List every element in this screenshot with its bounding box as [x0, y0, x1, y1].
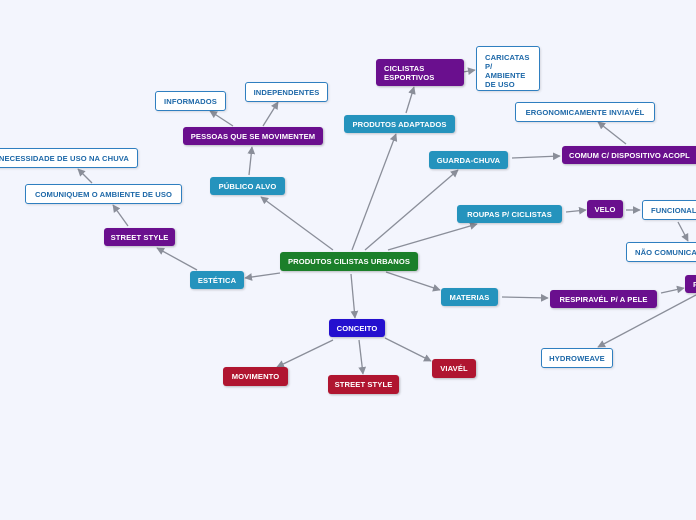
produtos-adaptados-node[interactable]: PRODUTOS ADAPTADOS	[344, 115, 455, 133]
connector-line	[384, 337, 432, 362]
connector-line	[501, 293, 549, 302]
connector-line	[209, 110, 234, 127]
connector-line	[247, 146, 256, 176]
root-node[interactable]: PRODUTOS CILISTAS URBANOS	[280, 252, 418, 271]
publico-alvo-node[interactable]: PÚBLICO ALVO	[210, 177, 285, 195]
connector-line	[244, 272, 281, 281]
connector-line	[405, 86, 416, 114]
velo-node[interactable]: VELO	[587, 200, 623, 218]
connector-line	[77, 168, 93, 184]
conceito-node[interactable]: CONCEITO	[329, 319, 385, 337]
pessoas-node[interactable]: PESSOAS QUE SE MOVIMENTEM	[183, 127, 323, 145]
movimento-node[interactable]: MOVIMENTO	[223, 367, 288, 386]
connector-line	[276, 339, 334, 368]
guarda-chuva-node[interactable]: GUARDA-CHUVA	[429, 151, 508, 169]
viavel-node[interactable]: VIAVÉL	[432, 359, 476, 378]
connector-line	[358, 339, 367, 375]
ciclistas-esportivos-node[interactable]: CICLISTAS ESPORTIVOS	[376, 59, 464, 86]
hydroweave-node[interactable]: HYDROWEAVE	[541, 348, 613, 368]
connector-line	[660, 285, 685, 294]
comuniquem-node[interactable]: COMUNIQUEM O AMBIENTE DE USO	[25, 184, 182, 204]
materias-node[interactable]: MATERIAS	[441, 288, 498, 306]
caricatas-node[interactable]: CARICATAS P/ AMBIENTE DE USO	[476, 46, 540, 91]
cut-off-node[interactable]: P	[685, 275, 696, 293]
connector-line	[565, 206, 587, 215]
street-style-bottom-node[interactable]: STREET STYLE	[328, 375, 399, 394]
informados-node[interactable]: INFORMADOS	[155, 91, 226, 111]
independentes-node[interactable]: INDEPENDENTES	[245, 82, 328, 102]
respiravel-node[interactable]: RESPIRAVÉL P/ A PELE	[550, 290, 657, 308]
connector-line	[260, 196, 334, 251]
nao-comunica-node[interactable]: NÃO COMUNICA	[626, 242, 696, 262]
connector-line	[364, 169, 459, 251]
street-style-left-node[interactable]: STREET STYLE	[104, 228, 175, 246]
connector-line	[511, 152, 561, 161]
necessidade-node[interactable]: NECESSIDADE DE USO NA CHUVA	[0, 148, 138, 168]
roupas-ciclistas-node[interactable]: ROUPAS P/ CICLISTAS	[457, 205, 562, 223]
connector-line	[387, 222, 478, 251]
connector-line	[350, 273, 359, 319]
connector-line	[597, 294, 696, 348]
connector-line	[112, 204, 129, 227]
connector-line	[351, 133, 398, 251]
connector-line	[597, 121, 627, 145]
connector-line	[677, 221, 689, 242]
connector-line	[156, 247, 198, 271]
connector-line	[385, 271, 441, 292]
funcional-node[interactable]: FUNCIONAL	[642, 200, 696, 220]
ergonomicamente-node[interactable]: ERGONOMICAMENTE INVIAVÉL	[515, 102, 655, 122]
connector-line	[262, 101, 279, 127]
connector-line	[462, 67, 476, 76]
comum-dispositivo-node[interactable]: COMUM C/ DISPOSITIVO ACOPL	[562, 146, 696, 164]
estetica-node[interactable]: ESTÉTICA	[190, 271, 244, 289]
